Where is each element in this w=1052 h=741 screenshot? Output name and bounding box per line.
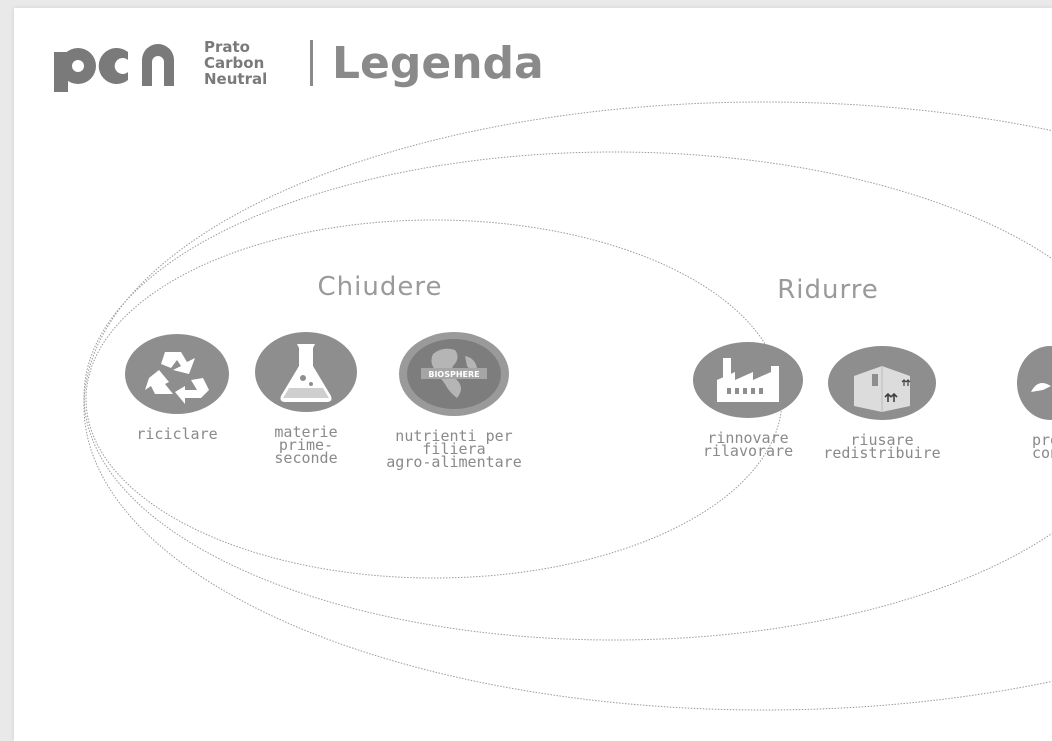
logo-line-2: Carbon [204, 54, 265, 72]
page-title: Legenda [332, 38, 544, 89]
logo-wordmark: Prato Carbon Neutral [204, 39, 314, 87]
middle-ellipse [83, 151, 1052, 641]
legend-label-prolungare: prol cond [1031, 431, 1052, 462]
legend-item-riusare: riusare redistribuire [792, 346, 972, 462]
flask-icon [255, 332, 357, 412]
legend-label-rinnovare: rinnovare rilavorare [702, 429, 794, 460]
logo-line-3: Neutral [204, 70, 268, 88]
legend-label-materie-prime-seconde: materie prime- seconde [274, 423, 338, 467]
share-hand-icon [1017, 346, 1052, 420]
legend-item-riciclare: riciclare [87, 334, 267, 443]
legend-item-prolungare: prol cond [960, 346, 1052, 462]
header-divider [310, 40, 313, 86]
section-title-ridurre: Ridurre [777, 275, 879, 305]
legend-item-materie-prime-seconde: materie prime- seconde [216, 332, 396, 467]
pcn-logo-icon [54, 44, 174, 92]
box-arrows-icon [828, 346, 936, 420]
legend-item-nutrienti: BIOSPHERE nutrienti per filiera agro-ali… [364, 332, 544, 471]
factory-icon [693, 342, 803, 418]
recycle-icon [125, 334, 229, 414]
biosphere-globe-icon: BIOSPHERE [399, 332, 509, 416]
legend-label-nutrienti: nutrienti per filiera agro-alimentare [386, 427, 522, 471]
section-title-chiudere: Chiudere [317, 272, 443, 302]
legend-label-riusare: riusare redistribuire [823, 431, 941, 462]
logo-line-1: Prato [204, 38, 250, 56]
outer-ellipse [83, 101, 1052, 711]
legend-item-rinnovare: rinnovare rilavorare [658, 342, 838, 460]
legend-label-riciclare: riciclare [136, 425, 218, 443]
legend-page: Prato Carbon Neutral Legenda Chiudere Ri… [14, 8, 1052, 741]
biosphere-badge-text: BIOSPHERE [428, 370, 479, 379]
